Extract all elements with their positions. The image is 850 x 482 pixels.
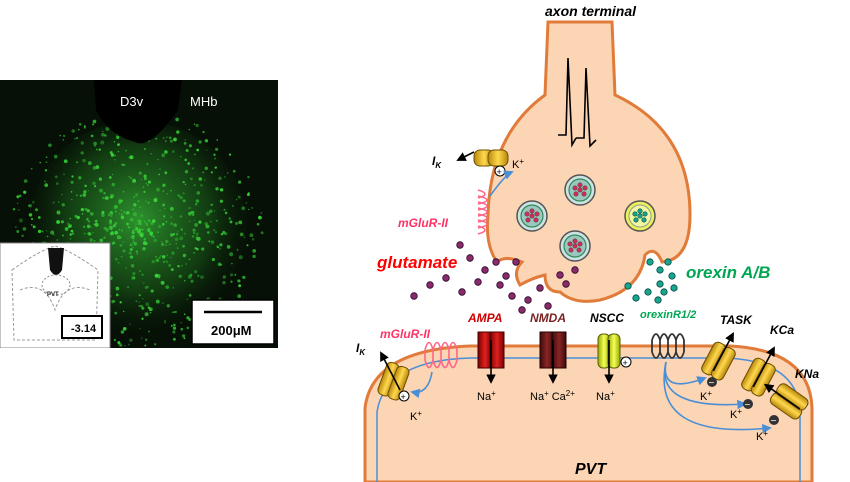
ampa-na-ion: Na+ [477,389,496,403]
orexin-receptor-label: orexinR1/2 [640,309,696,321]
kna-channel [763,383,809,420]
glutamate-label: glutamate [376,253,457,272]
nmda-channel [539,331,567,384]
kna-k-ion: K+ [756,429,768,443]
stain-fibers [12,115,264,347]
task-channel [701,332,736,381]
action-potential-trace-1 [558,57,577,148]
micrograph-panel: D3v MHb PVT -3.14 200μM [0,80,278,348]
pvt-title: PVT [575,461,607,478]
scale-bar-label: 200μM [211,323,251,338]
atlas-pvt-label: PVT [47,292,59,298]
kna-label: KNa [795,367,819,381]
atlas-inset: PVT -3.14 [0,242,111,348]
task-k-ion: K+ [700,389,712,403]
kca-k-ion: K+ [730,407,742,421]
pre-mglur-receptor [477,170,514,235]
third-ventricle [94,80,182,144]
post-ik-k-ion: K+ [410,409,422,423]
pre-mglur-label: mGluR-II [398,216,449,230]
task-minus-badge [707,377,717,387]
action-potential-trace-2 [576,67,597,148]
post-ik-plus-sign: + [401,392,406,402]
orexin-label: orexin A/B [686,263,770,282]
nmda-label: NMDA [530,311,566,325]
released-transmitters [410,241,678,314]
task-label: TASK [720,313,753,327]
kca-minus-badge [743,399,753,409]
post-mglur-receptor [410,341,458,399]
mhb-label: MHb [190,94,217,109]
nscc-channel: + [597,333,632,384]
kca-label: KCa [770,323,794,337]
kna-minus-sign: − [771,416,777,427]
nscc-plus-sign: + [623,358,628,368]
d3v-label: D3v [120,94,144,109]
post-ik-channel: + [377,351,410,402]
orexin-receptor [651,333,772,434]
ampa-label: AMPA [467,311,502,325]
task-minus-sign: − [709,378,715,389]
pre-plus-sign: + [497,167,502,177]
ampa-channel [477,331,505,384]
axon-terminal-title: axon terminal [545,3,637,19]
kca-channel [741,346,776,397]
scale-bar: 200μM [191,299,275,345]
bregma-label: -3.14 [71,323,97,335]
post-ik-label: IK [356,341,366,357]
presynaptic-k-channel: + [456,149,509,177]
pre-ik-label: IK [432,154,442,170]
vesicles [516,174,656,262]
nscc-na-ion: Na+ [596,389,615,403]
pre-k-ion-label: K+ [512,157,524,171]
nscc-label: NSCC [590,311,624,325]
micrograph-image: D3v MHb PVT -3.14 200μM [0,80,278,348]
post-mglur-label: mGluR-II [380,327,431,341]
kna-minus-badge [769,415,779,425]
nmda-ions: Na+Ca2+ [530,389,575,403]
kca-minus-sign: − [745,400,751,411]
atlas-ventricle [48,248,64,275]
